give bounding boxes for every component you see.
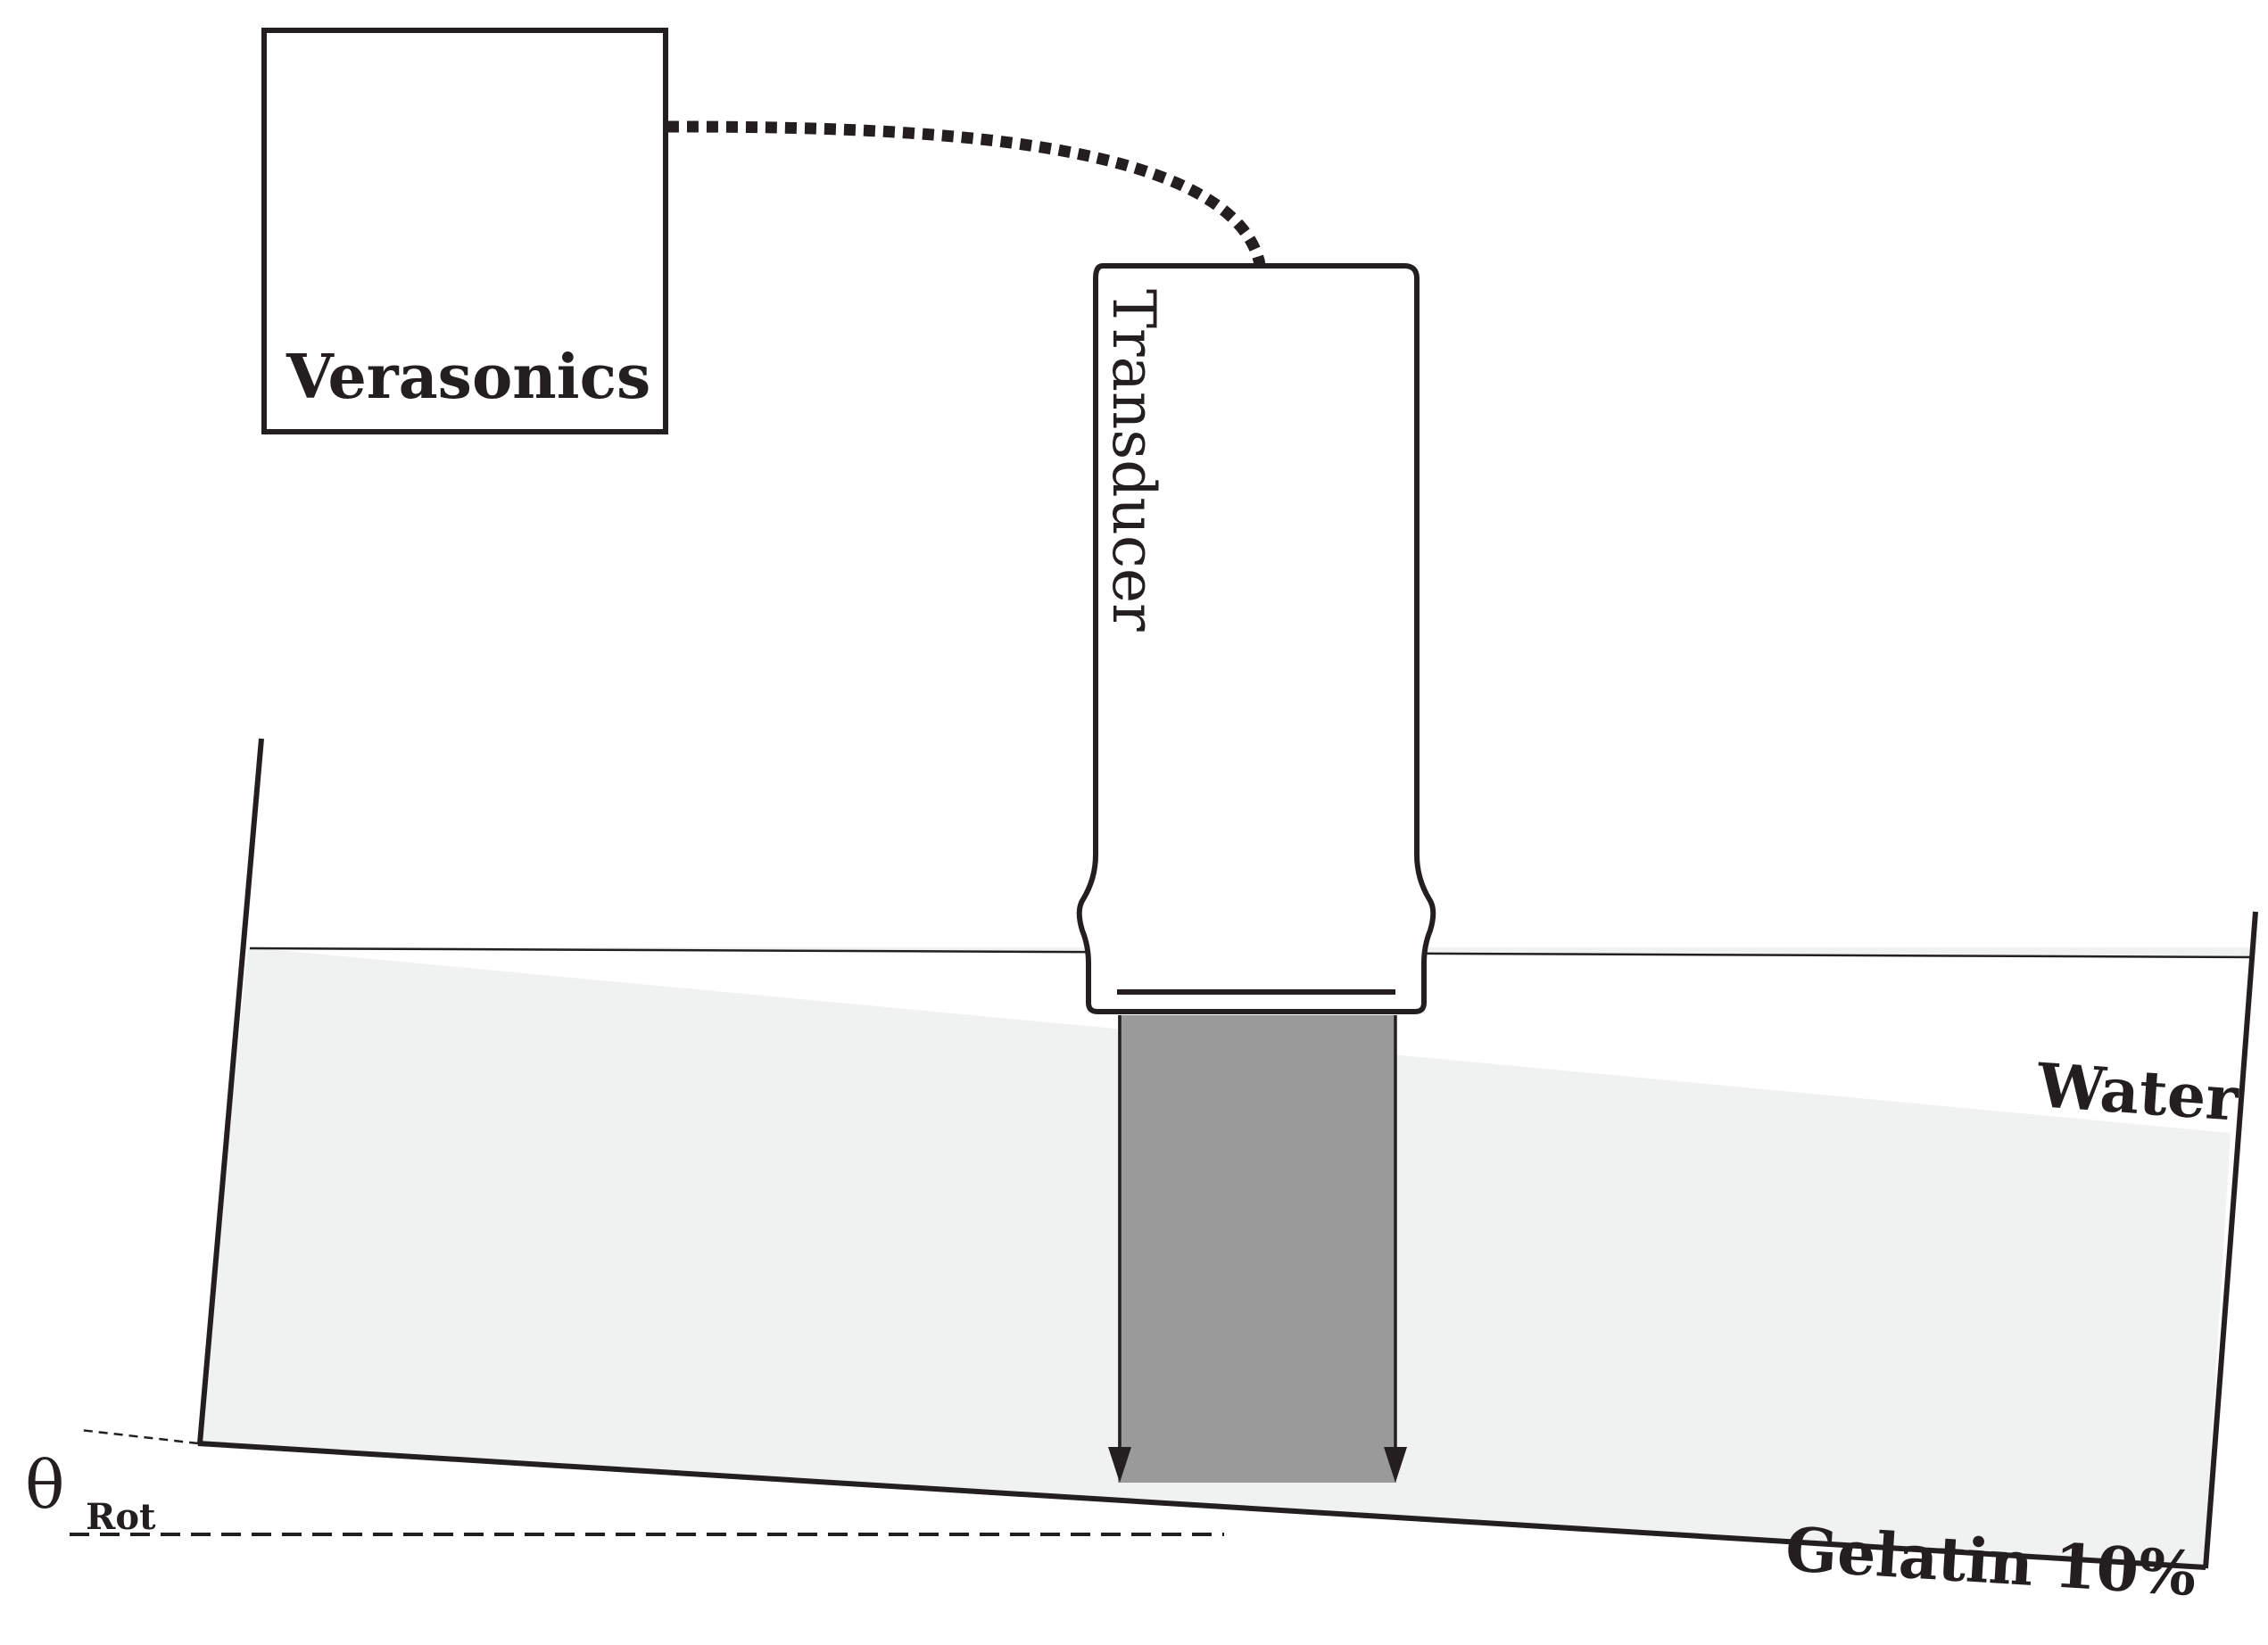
tank-bottom — [197, 1441, 2206, 1570]
verasonics-box — [261, 28, 668, 434]
transducer-body — [1076, 263, 1436, 1014]
tank-right-wall — [2203, 911, 2258, 1569]
angle-subscript: Rot — [86, 1496, 156, 1538]
tank-left-wall — [197, 738, 264, 1444]
angle-label: θ Rot — [25, 1447, 156, 1538]
transducer-label: Transducer — [1099, 289, 1168, 632]
angle-extension-line — [79, 1428, 199, 1445]
water-label: Water — [2034, 1050, 2241, 1136]
ultrasound-beam — [1118, 1015, 1396, 1483]
verasonics-label: Verasonics — [286, 342, 650, 413]
angle-symbol: θ — [25, 1447, 65, 1524]
beam-right-arrowhead — [1384, 1447, 1407, 1483]
beam-left-arrowhead — [1108, 1447, 1131, 1483]
connection-cable — [666, 120, 1266, 266]
